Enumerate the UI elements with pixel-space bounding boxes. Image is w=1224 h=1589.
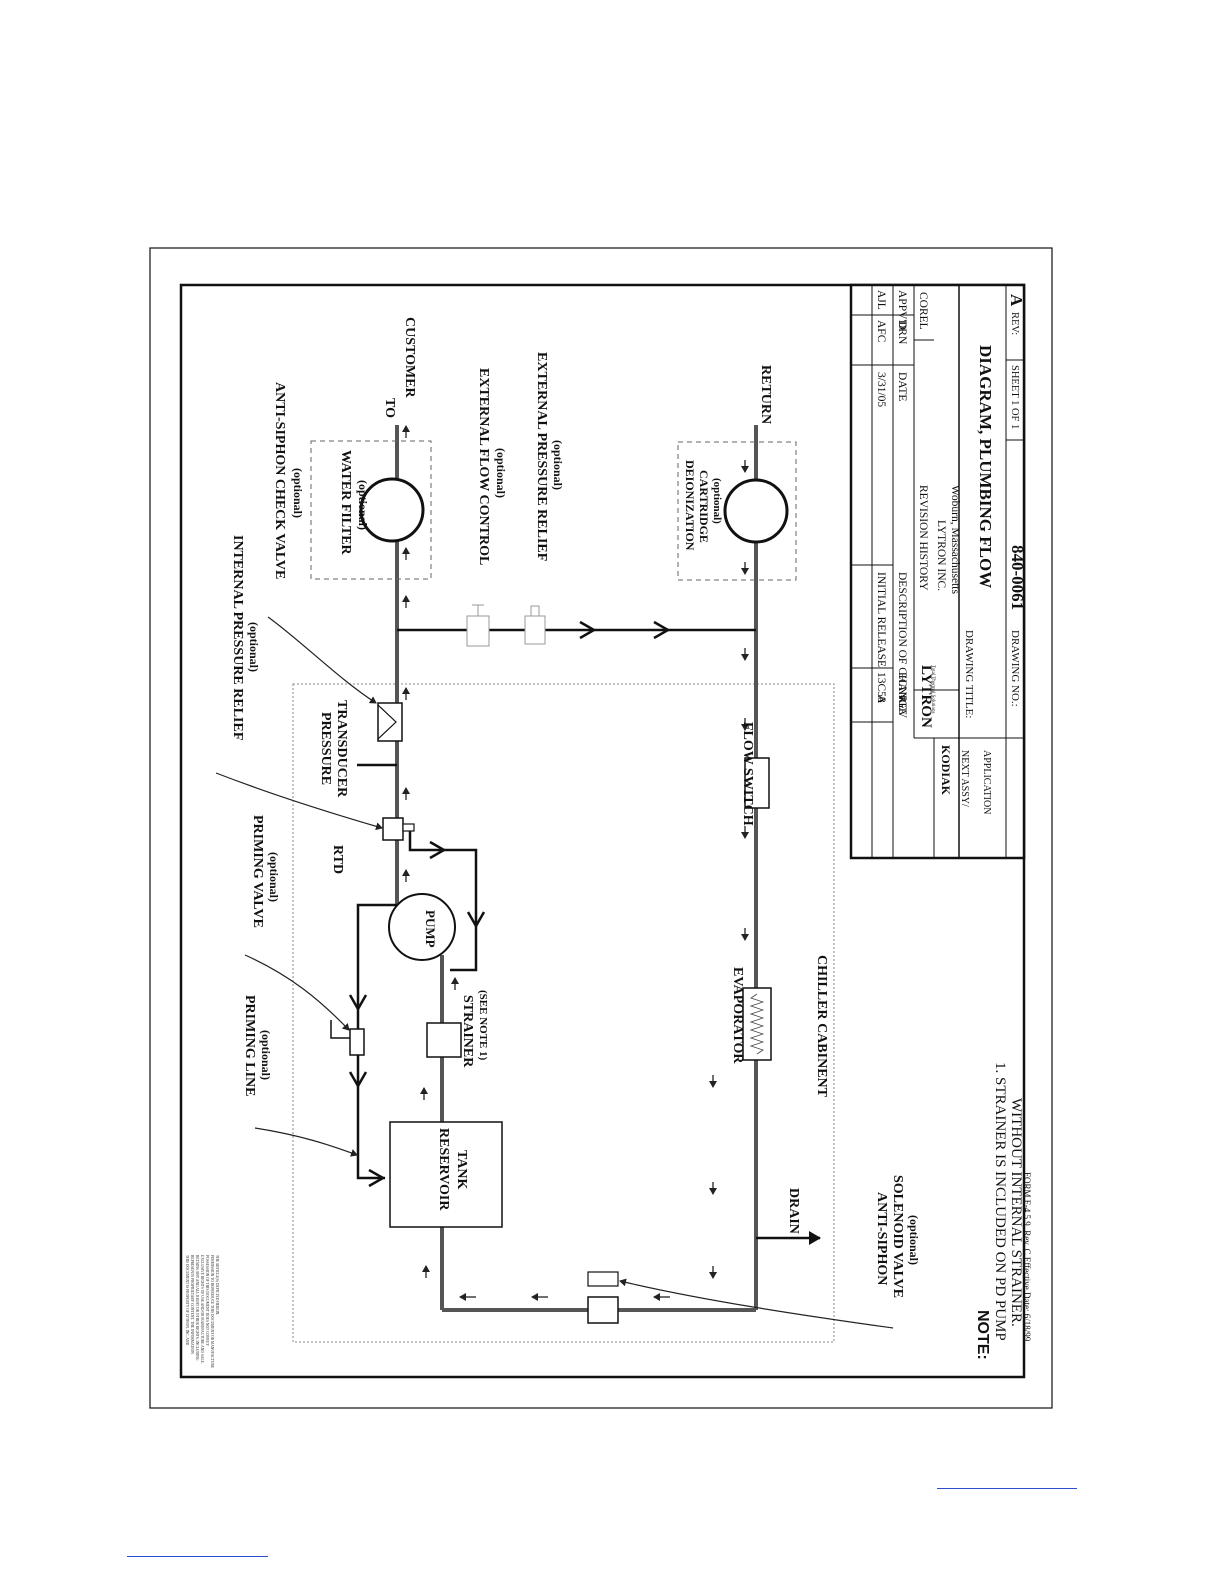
rev-header-rev: REV: [896, 695, 908, 719]
label-internal-pressure-relief: INTERNAL PRESSURE RELIEF: [230, 535, 245, 740]
note-line-2: WITHOUT INTERNAL STRAINER.: [1008, 1098, 1024, 1327]
footer-link-line-left: [127, 1556, 268, 1557]
label-solenoid-valve-opt: (optional): [907, 1215, 921, 1265]
label-strainer-note: (SEE NOTE 1): [477, 990, 489, 1061]
rev-cell-ecn: 13C58: [875, 672, 887, 703]
label-external-pressure-relief-opt: (optional): [551, 440, 565, 490]
label-external-flow-control-opt: (optional): [494, 448, 508, 498]
revision-history: REVISION HISTORY: [917, 485, 929, 591]
next-assy-label: NEXT ASSY/: [959, 750, 970, 807]
label-priming-valve-opt: (optional): [267, 852, 281, 902]
water-filter-box: [310, 440, 432, 580]
footer-link-line-right: [937, 1488, 1077, 1489]
label-external-flow-control: EXTERNAL FLOW CONTROL: [476, 368, 491, 565]
label-rtd: RTD: [330, 845, 345, 874]
flow-chevrons: [348, 620, 671, 1188]
company-location: Woburn, Massachusetts: [949, 485, 961, 594]
pump: [388, 893, 456, 961]
sheet-label: SHEET 1 OF 1: [1009, 365, 1020, 429]
label-chiller-cabinet: CHILLER CABINENT: [814, 955, 829, 1098]
rev-label: REV:: [1009, 312, 1020, 335]
label-cartridge: CARTRIDGE: [697, 470, 711, 543]
svg-text:THIS DOCUMENT IS PROPERTY OF L: THIS DOCUMENT IS PROPERTY OF LYTRON, INC…: [184, 1255, 189, 1346]
svg-text:PERMISSION TO REPRODUCE THIS D: PERMISSION TO REPRODUCE THIS DOCUMENT OR…: [210, 1255, 214, 1369]
rev-value: A: [1007, 294, 1026, 307]
leader-lines: [215, 616, 894, 1329]
flow-switch: [744, 757, 770, 809]
water-filter: [359, 477, 425, 543]
priming-valve: [349, 1028, 365, 1056]
drawing-title-label: DRAWING TITLE:: [963, 630, 975, 718]
rev-cell-description: INITIAL RELEASE: [875, 572, 887, 667]
note-heading: NOTE:: [974, 1310, 991, 1360]
label-solenoid-valve: SOLENOID VALVE: [890, 1175, 905, 1298]
label-evaporator: EVAPORATOR: [730, 967, 745, 1064]
label-return: RETURN: [758, 365, 773, 424]
application-label: APPLICATION: [981, 750, 992, 814]
rev-header-appvd: APPV'D: [896, 290, 908, 330]
lytron-tagline: Total Thermal Solutions: [930, 665, 935, 713]
rev-cell-appvd: AJL: [875, 290, 887, 310]
proprietary-notice: THIS DOCUMENT IS PROPERTY OF LYTRON, INC…: [184, 1255, 219, 1369]
label-reservoir: RESERVOIR: [436, 1128, 451, 1211]
pressure-transducer-valve: [382, 817, 404, 841]
svg-text:RETAINS ANY AND ALL RIGHT OR O: RETAINS ANY AND ALL RIGHT OR OTHER RIGHT…: [194, 1255, 199, 1361]
svg-text:THE ARTICLE(S) DEPICTED HEREIN: THE ARTICLE(S) DEPICTED HEREIN.: [215, 1255, 219, 1315]
label-deionization-opt: (optional): [711, 478, 723, 524]
rev-header-drn: DRN: [896, 320, 908, 345]
label-pressure: PRESSURE: [318, 712, 333, 785]
reservoir-tank: [389, 1121, 503, 1228]
label-anti-siphon-check-valve: ANTI-SIPHON CHECK VALVE: [272, 382, 287, 579]
label-strainer: STRAINER: [460, 995, 475, 1068]
external-pressure-relief-valve: [524, 615, 546, 645]
title-block: A 13C58 INITIAL RELEASE 3/31/05 AFC AJL …: [849, 283, 1027, 860]
label-priming-valve: PRIMING VALVE: [250, 815, 265, 928]
label-water-filter: WATER FILTER: [338, 450, 353, 556]
label-flow-switch: FLOW SWITCH: [740, 722, 755, 826]
rev-header-description: DESCRIPTION OF CHANGE: [896, 572, 908, 715]
label-drain: DRAIN: [786, 1188, 801, 1234]
label-priming-line-opt: (optional): [259, 1030, 273, 1080]
rev-cell-drn: AFC: [875, 320, 887, 343]
label-pump: PUMP: [423, 910, 438, 948]
rev-cell-rev: A: [875, 695, 887, 704]
label-anti-siphon: ANTI-SIPHON: [874, 1192, 889, 1285]
anti-siphon-solenoid-valve: [587, 1296, 619, 1324]
form-text: FORM F-4.5.9, Rev. C Effective Date: 6/1…: [1022, 1172, 1032, 1342]
label-anti-siphon-check-valve-opt: (optional): [291, 468, 305, 518]
svg-text:REPRESENTS PROPRIETARY CONTENT: REPRESENTS PROPRIETARY CONTENT. THE INFO…: [190, 1255, 194, 1354]
label-internal-pressure-relief-opt: (optional): [247, 622, 261, 672]
note-line-1: 1. STRAINER IS INCLUDED ON PD PUMP: [992, 1062, 1008, 1341]
label-transducer: TRANSDUCER: [334, 700, 349, 798]
rev-header-date: DATE: [896, 372, 908, 401]
label-water-filter-opt: (optional): [356, 480, 370, 530]
label-external-pressure-relief: EXTERNAL PRESSURE RELIEF: [534, 352, 549, 561]
label-deionization: DEIONIZATION: [683, 460, 697, 551]
deionization-box: [677, 441, 797, 581]
label-to-customer: CUSTOMER: [402, 317, 417, 399]
lytron-logo: LYTRON: [918, 665, 934, 728]
label-priming-line: PRIMING LINE: [242, 995, 257, 1097]
chiller-cabinet-boundary: [292, 683, 835, 1343]
drawing-title: DIAGRAM, PLUMBING FLOW: [976, 345, 995, 588]
kodiak-label: KODIAK: [939, 745, 953, 796]
external-flow-control-valve: [466, 615, 490, 647]
label-tank: TANK: [454, 1150, 469, 1190]
drawing-no: 840-0061: [1008, 545, 1027, 610]
corel-label: COREL: [917, 292, 929, 330]
rev-header-ecn: ECN#: [896, 672, 908, 701]
deionization-cartridge: [723, 478, 789, 544]
drawing-no-label: DRAWING NO.:: [1009, 630, 1021, 707]
svg-text:POSSESSION OF THIS DOCUMENT DO: POSSESSION OF THIS DOCUMENT DOES NOT CON…: [205, 1255, 209, 1346]
outer-frame: [149, 247, 1053, 1409]
solenoid-valve-coil: [587, 1271, 619, 1287]
svg-text:EXCLUSIVE RIGHTS OF USE AND/OR: EXCLUSIVE RIGHTS OF USE AND/OR MANUFACTU…: [200, 1255, 204, 1364]
strainer: [426, 1022, 462, 1058]
label-to: TO: [382, 398, 397, 418]
company-name: LYTRON INC.: [935, 520, 947, 591]
rev-cell-date: 3/31/05: [875, 372, 887, 407]
